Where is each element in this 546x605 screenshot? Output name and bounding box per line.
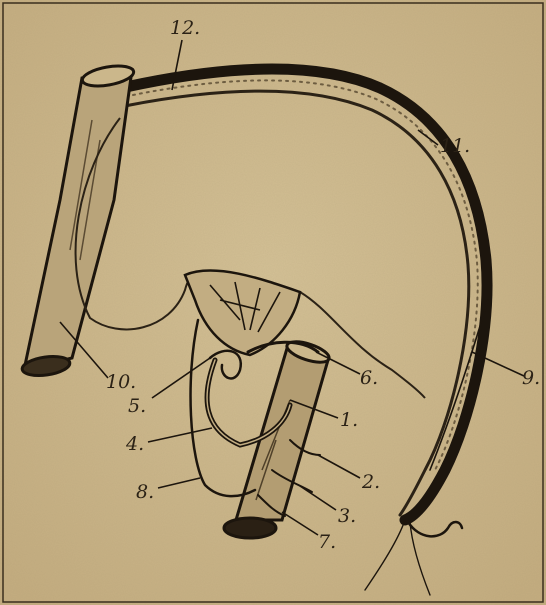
label-1: 1. (340, 409, 358, 431)
label-4: 4. (125, 433, 144, 455)
label-2: 2. (361, 471, 380, 493)
label-11: 11. (440, 135, 470, 157)
label-7: 7. (318, 531, 336, 553)
label-3: 3. (338, 505, 356, 527)
label-6: 6. (360, 367, 378, 389)
label-8: 8. (136, 481, 154, 503)
label-10: 10. (106, 371, 136, 393)
label-5: 5. (128, 395, 146, 417)
vertical-tube-bottom-opening (224, 518, 276, 538)
label-9: 9. (522, 367, 540, 389)
label-12: 12. (170, 17, 200, 39)
